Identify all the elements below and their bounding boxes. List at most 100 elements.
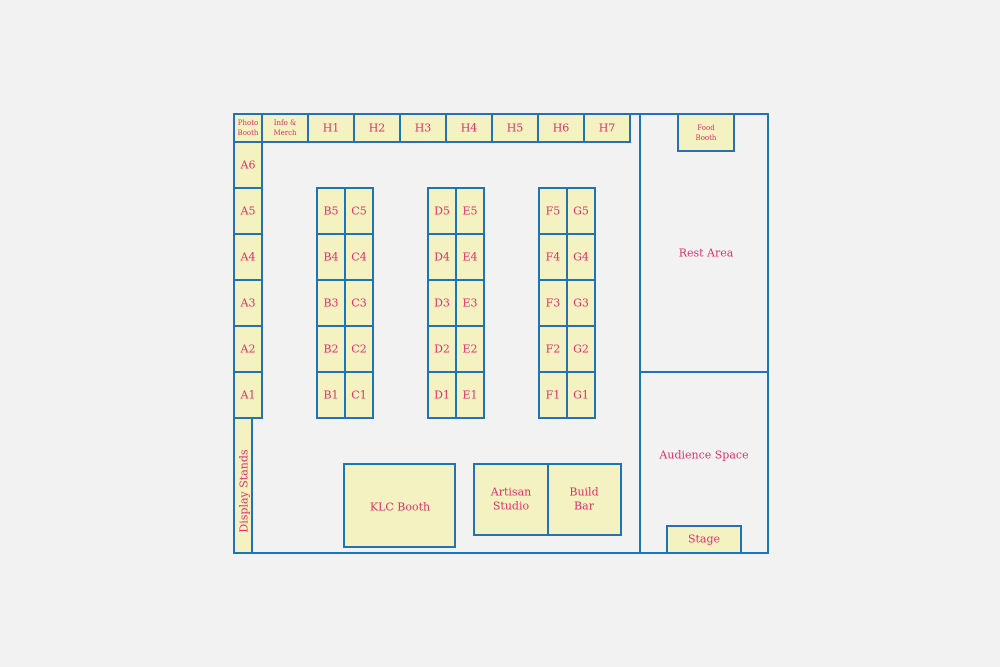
booth-c2[interactable]: C2 xyxy=(344,325,374,373)
booth-h4[interactable]: H4 xyxy=(445,113,493,143)
booth-artisan-studio[interactable]: Artisan Studio xyxy=(473,463,549,536)
booth-b5[interactable]: B5 xyxy=(316,187,346,235)
booth-label: F4 xyxy=(546,251,561,264)
booth-d1[interactable]: D1 xyxy=(427,371,457,419)
booth-label: D2 xyxy=(434,343,450,356)
booth-e5[interactable]: E5 xyxy=(455,187,485,235)
booth-label: A1 xyxy=(240,389,256,402)
booth-h2[interactable]: H2 xyxy=(353,113,401,143)
booth-label: Merch xyxy=(273,129,297,137)
booth-label: Studio xyxy=(493,500,530,513)
booth-klc[interactable]: KLC Booth xyxy=(343,463,456,548)
booth-label: H3 xyxy=(415,122,432,135)
booth-label: E5 xyxy=(462,205,477,218)
booth-d5[interactable]: D5 xyxy=(427,187,457,235)
booth-g1[interactable]: G1 xyxy=(566,371,596,419)
booth-e4[interactable]: E4 xyxy=(455,233,485,281)
booth-label: F2 xyxy=(546,343,561,356)
booth-display-stands[interactable]: Display Stands xyxy=(233,417,253,554)
booth-label: G1 xyxy=(573,389,589,402)
booth-e1[interactable]: E1 xyxy=(455,371,485,419)
booth-build-bar[interactable]: Build Bar xyxy=(547,463,622,536)
booth-label: D3 xyxy=(434,297,450,310)
booth-label: A4 xyxy=(240,251,256,264)
booth-c1[interactable]: C1 xyxy=(344,371,374,419)
booth-h7[interactable]: H7 xyxy=(583,113,631,143)
booth-label: F3 xyxy=(546,297,561,310)
booth-g5[interactable]: G5 xyxy=(566,187,596,235)
booth-label: G2 xyxy=(573,343,589,356)
booth-g2[interactable]: G2 xyxy=(566,325,596,373)
booth-label: C4 xyxy=(351,251,366,264)
booth-label: Food xyxy=(697,124,715,132)
booth-d4[interactable]: D4 xyxy=(427,233,457,281)
booth-b2[interactable]: B2 xyxy=(316,325,346,373)
booth-f1[interactable]: F1 xyxy=(538,371,568,419)
booth-label: C3 xyxy=(351,297,366,310)
booth-info-merch[interactable]: Info & Merch xyxy=(261,113,309,143)
booth-label: E4 xyxy=(462,251,477,264)
booth-label: G3 xyxy=(573,297,589,310)
booth-label: F1 xyxy=(546,389,561,402)
booth-stage[interactable]: Stage xyxy=(666,525,742,554)
booth-label: Artisan xyxy=(490,486,531,499)
booth-g3[interactable]: G3 xyxy=(566,279,596,327)
booth-label: C2 xyxy=(351,343,366,356)
audience-space-label: Audience Space xyxy=(658,449,748,462)
booth-c4[interactable]: C4 xyxy=(344,233,374,281)
booth-label: Booth xyxy=(238,129,259,137)
booth-label: H7 xyxy=(599,122,616,135)
booth-h1[interactable]: H1 xyxy=(307,113,355,143)
booth-label: D1 xyxy=(434,389,450,402)
booth-a2[interactable]: A2 xyxy=(233,325,263,373)
booth-label: A3 xyxy=(240,297,256,310)
booth-label: B4 xyxy=(323,251,338,264)
booth-label: A6 xyxy=(240,159,256,172)
booth-label: B3 xyxy=(323,297,338,310)
booth-h3[interactable]: H3 xyxy=(399,113,447,143)
booth-b4[interactable]: B4 xyxy=(316,233,346,281)
booth-photo-booth[interactable]: Photo Booth xyxy=(233,113,263,143)
booth-e2[interactable]: E2 xyxy=(455,325,485,373)
booth-b1[interactable]: B1 xyxy=(316,371,346,419)
booth-a1[interactable]: A1 xyxy=(233,371,263,419)
booth-label: D4 xyxy=(434,251,450,264)
booth-g4[interactable]: G4 xyxy=(566,233,596,281)
booth-c5[interactable]: C5 xyxy=(344,187,374,235)
booth-c3[interactable]: C3 xyxy=(344,279,374,327)
booth-label: F5 xyxy=(546,205,561,218)
booth-label: H1 xyxy=(323,122,340,135)
booth-label: G5 xyxy=(573,205,589,218)
booth-a5[interactable]: A5 xyxy=(233,187,263,235)
booth-label: B1 xyxy=(323,389,338,402)
booth-d3[interactable]: D3 xyxy=(427,279,457,327)
booth-label: H4 xyxy=(461,122,478,135)
booth-e3[interactable]: E3 xyxy=(455,279,485,327)
booth-label: B5 xyxy=(323,205,338,218)
booth-label: G4 xyxy=(573,251,589,264)
booth-f5[interactable]: F5 xyxy=(538,187,568,235)
booth-d2[interactable]: D2 xyxy=(427,325,457,373)
booth-a3[interactable]: A3 xyxy=(233,279,263,327)
booth-h6[interactable]: H6 xyxy=(537,113,585,143)
booth-label: H5 xyxy=(507,122,524,135)
booth-label: A5 xyxy=(240,205,256,218)
booth-h5[interactable]: H5 xyxy=(491,113,539,143)
booth-b3[interactable]: B3 xyxy=(316,279,346,327)
booth-label: E3 xyxy=(462,297,477,310)
booth-label: Display Stands xyxy=(238,449,251,532)
rest-area-label: Rest Area xyxy=(679,247,734,260)
booth-label: H2 xyxy=(369,122,386,135)
booth-f3[interactable]: F3 xyxy=(538,279,568,327)
booth-food[interactable]: Food Booth xyxy=(677,113,735,152)
booth-label: KLC Booth xyxy=(370,501,430,514)
booth-label: C5 xyxy=(351,205,366,218)
booth-f2[interactable]: F2 xyxy=(538,325,568,373)
booth-label: Stage xyxy=(688,533,720,546)
booth-label: D5 xyxy=(434,205,450,218)
booth-label: B2 xyxy=(323,343,338,356)
booth-f4[interactable]: F4 xyxy=(538,233,568,281)
booth-a6[interactable]: A6 xyxy=(233,141,263,189)
booth-a4[interactable]: A4 xyxy=(233,233,263,281)
